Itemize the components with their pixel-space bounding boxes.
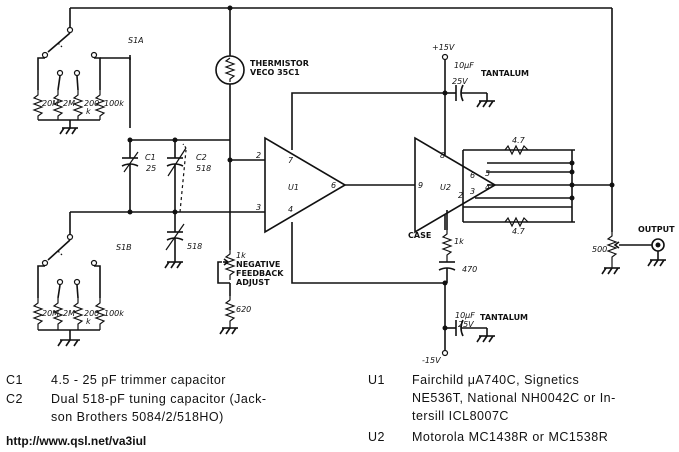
c1-value: 25: [146, 164, 156, 173]
u2-pin3: 3: [470, 187, 475, 196]
opamp-u1: 2 3 7 4 U1 6: [256, 136, 347, 234]
part-desc-cont: tersill ICL8007C: [412, 409, 509, 423]
output-label: OUTPUT: [638, 225, 675, 234]
part-key: C2: [6, 392, 23, 406]
tantalum-bot-label: TANTALUM: [480, 313, 528, 322]
s1a-range-2m: 2M: [63, 99, 75, 108]
u2-pin4: 4: [485, 183, 490, 192]
r47-bot-label: 4.7: [512, 227, 526, 236]
u1-label: U1: [288, 183, 299, 192]
wire: [100, 57, 131, 60]
output-stage: 500 OUTPUT: [592, 225, 675, 275]
u1-pin2: 2: [256, 151, 261, 160]
u2-pin6: 6: [470, 171, 475, 180]
neg-feedback-label-2: FEEDBACK: [236, 269, 284, 278]
thermistor-part: VECO 35C1: [250, 68, 300, 77]
pot-1k-label: 1k: [236, 251, 246, 260]
cap-top-value: 10μF: [454, 61, 474, 70]
part-key: U2: [368, 430, 385, 444]
c2-label: C2: [196, 153, 207, 162]
feedback-pot: 1k NEGATIVE FEEDBACK ADJUST 620: [217, 250, 284, 335]
amplifier-u2: 9 8 U2 5 6 4 3 2 CASE: [408, 136, 497, 240]
u2-pin9: 9: [418, 181, 423, 190]
c2-lower-value: 518: [187, 242, 202, 251]
u1-pin3: 3: [256, 203, 261, 212]
plus15-label: +15V: [432, 43, 455, 52]
supply-minus15: -15V 10μF 25V TANTALUM: [422, 215, 528, 365]
neg-feedback-label-1: NEGATIVE: [236, 260, 280, 269]
s1b-range-100k: 100k: [104, 309, 124, 318]
u1-pin4: 4: [288, 205, 293, 214]
u2-pin2: 2: [458, 191, 463, 200]
s1a-resistors: [32, 90, 106, 135]
u2-pin2-network: 1k 470: [438, 210, 477, 283]
source-url: http://www.qsl.net/va3iul: [6, 434, 147, 448]
neg-feedback-label-3: ADJUST: [236, 278, 270, 287]
thermistor: THERMISTOR VECO 35C1: [215, 8, 309, 160]
s1b-range-2m: 2M: [63, 309, 75, 318]
u1-pin6: 6: [331, 181, 336, 190]
part-desc-cont: NE536T, National NH0042C or In-: [412, 391, 616, 405]
cap-bot-voltage: 25V: [458, 320, 474, 329]
s1b-range-200: 200: [84, 309, 99, 318]
s1a-range-20m: 20M: [42, 99, 59, 108]
cap-bot-value: 10μF: [455, 311, 475, 320]
tantalum-top-label: TANTALUM: [481, 69, 529, 78]
cap-top-voltage: 25V: [452, 77, 468, 86]
switch-s1b: S1B: [32, 233, 132, 347]
r1k-label: 1k: [454, 237, 464, 246]
parts-list-left: C1 4.5 - 25 pF trimmer capacitor C2 Dual…: [6, 373, 306, 433]
u2-pin8: 8: [440, 151, 445, 160]
parts-list-right: U1 Fairchild μA740C, Signetics NE536T, N…: [368, 373, 673, 448]
u2-label: U2: [440, 183, 451, 192]
part-desc: Motorola MC1438R or MC1538R: [412, 430, 609, 444]
part-desc: 4.5 - 25 pF trimmer capacitor: [51, 373, 226, 387]
u2-pin5: 5: [485, 169, 490, 178]
u2-case-label: CASE: [408, 231, 431, 240]
capacitor-c1: C1 25: [121, 140, 156, 212]
supply-plus15: +15V 25V 10μF TANTALUM: [432, 43, 529, 155]
part-key: C1: [6, 373, 23, 387]
capacitor-c2b: 518: [164, 212, 202, 269]
r620-label: 620: [236, 305, 251, 314]
r500-label: 500: [592, 245, 607, 254]
s1a-range-200: 200: [84, 99, 99, 108]
part-key: U1: [368, 373, 385, 387]
wire: [291, 92, 445, 150]
part-desc-cont: son Brothers 5084/2/518HO): [51, 410, 224, 424]
s1a-range-100k: 100k: [104, 99, 124, 108]
thermistor-label: THERMISTOR: [250, 59, 309, 68]
r47-top-label: 4.7: [512, 136, 526, 145]
c1-label: C1: [145, 153, 156, 162]
minus15-label: -15V: [422, 356, 441, 365]
s1b-range-k: k: [86, 317, 91, 326]
s1a-label: S1A: [128, 36, 144, 45]
capacitor-c2: C2 518: [166, 140, 211, 213]
s1a-range-k: k: [86, 107, 91, 116]
s1b-range-20m: 20M: [42, 309, 59, 318]
u2-feedback-network: 4.7 4.7: [462, 136, 615, 236]
part-desc: Dual 518-pF tuning capacitor (Jack-: [51, 392, 267, 406]
wire: [291, 222, 445, 284]
u1-pin7: 7: [288, 156, 294, 165]
s1b-label: S1B: [116, 243, 132, 252]
part-desc: Fairchild μA740C, Signetics: [412, 373, 580, 387]
c2-value: 518: [196, 164, 211, 173]
c470-label: 470: [462, 265, 477, 274]
